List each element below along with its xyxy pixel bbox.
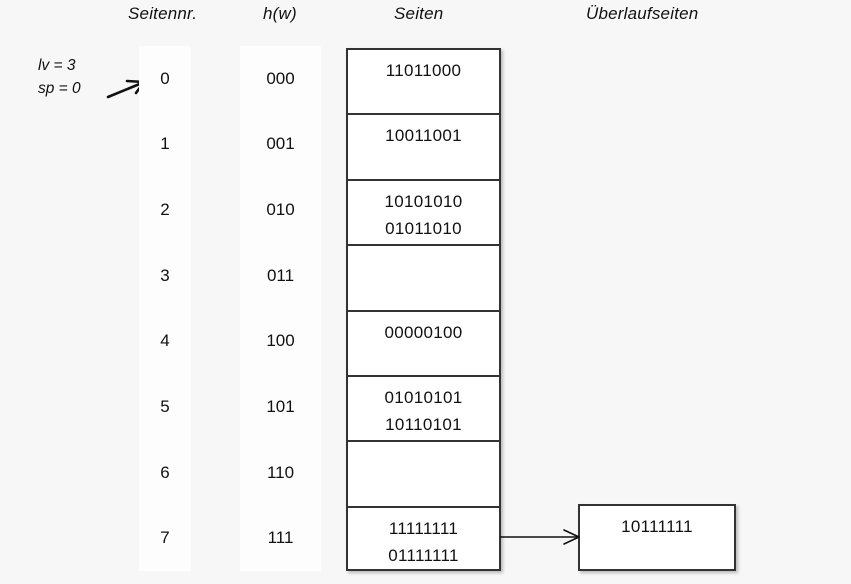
column-hw: 000 001 010 011 100 101 110 111: [240, 46, 321, 571]
record-entry: 01010101: [384, 387, 463, 407]
page-cell: 11111111 01111111: [348, 508, 499, 573]
seitennr-cell: 7: [160, 528, 170, 548]
seitennr-cell: 0: [160, 68, 170, 88]
seitennr-cell: 5: [160, 396, 170, 416]
overflow-record-entry: 10111111: [621, 517, 693, 536]
record-entry: 00000100: [384, 322, 463, 342]
record-entry: 11011000: [385, 61, 462, 80]
record-entry: 10110101: [385, 414, 462, 434]
seitennr-cell: 1: [160, 134, 170, 154]
column-header-seitennr: Seitennr.: [128, 4, 198, 23]
hash-value-cell: 001: [266, 134, 295, 154]
record-entry: 01111111: [388, 545, 459, 565]
record-entry: 10011001: [385, 126, 462, 146]
seitennr-cell: 4: [160, 331, 170, 351]
hash-value-cell: 110: [266, 462, 295, 482]
hash-value-cell: 011: [266, 265, 295, 285]
seitennr-cell: 6: [160, 462, 170, 482]
column-seiten: 11011000 10011001 10101010 01011010 00000100…: [346, 48, 501, 571]
seitennr-cell: 3: [160, 265, 170, 285]
hash-value-cell: 000: [266, 68, 295, 88]
column-header-ueberlaufseiten: Überlaufseiten: [586, 4, 699, 23]
page-cell: [348, 442, 499, 508]
page-cell: 11011000: [348, 50, 499, 116]
column-header-seiten: Seiten: [394, 4, 444, 23]
overflow-page-box: 10111111: [578, 504, 736, 571]
page-cell: [348, 246, 499, 312]
right-arrow-icon: [500, 529, 580, 545]
hash-value-cell: 100: [266, 331, 295, 351]
seitennr-cell: 2: [160, 200, 170, 220]
hash-value-cell: 101: [266, 396, 295, 416]
annotation-lv: lv = 3: [38, 57, 76, 74]
record-entry: 11111111: [388, 518, 459, 538]
page-cell: 00000100: [348, 312, 499, 377]
column-seitennr: 0 1 2 3 4 5 6 7: [139, 46, 191, 571]
annotation-sp: sp = 0: [38, 80, 81, 97]
record-entry: 01011010: [385, 218, 462, 238]
page-cell: 10011001: [348, 115, 499, 181]
page-cell: 10101010 01011010: [348, 181, 499, 247]
parameter-annotation: lv = 3 sp = 0: [38, 54, 81, 100]
record-entry: 10101010: [384, 191, 463, 211]
hash-value-cell: 111: [267, 528, 294, 548]
hash-value-cell: 010: [266, 200, 295, 220]
page-cell: 01010101 10110101: [348, 377, 499, 443]
column-header-hw: h(w): [263, 4, 297, 23]
